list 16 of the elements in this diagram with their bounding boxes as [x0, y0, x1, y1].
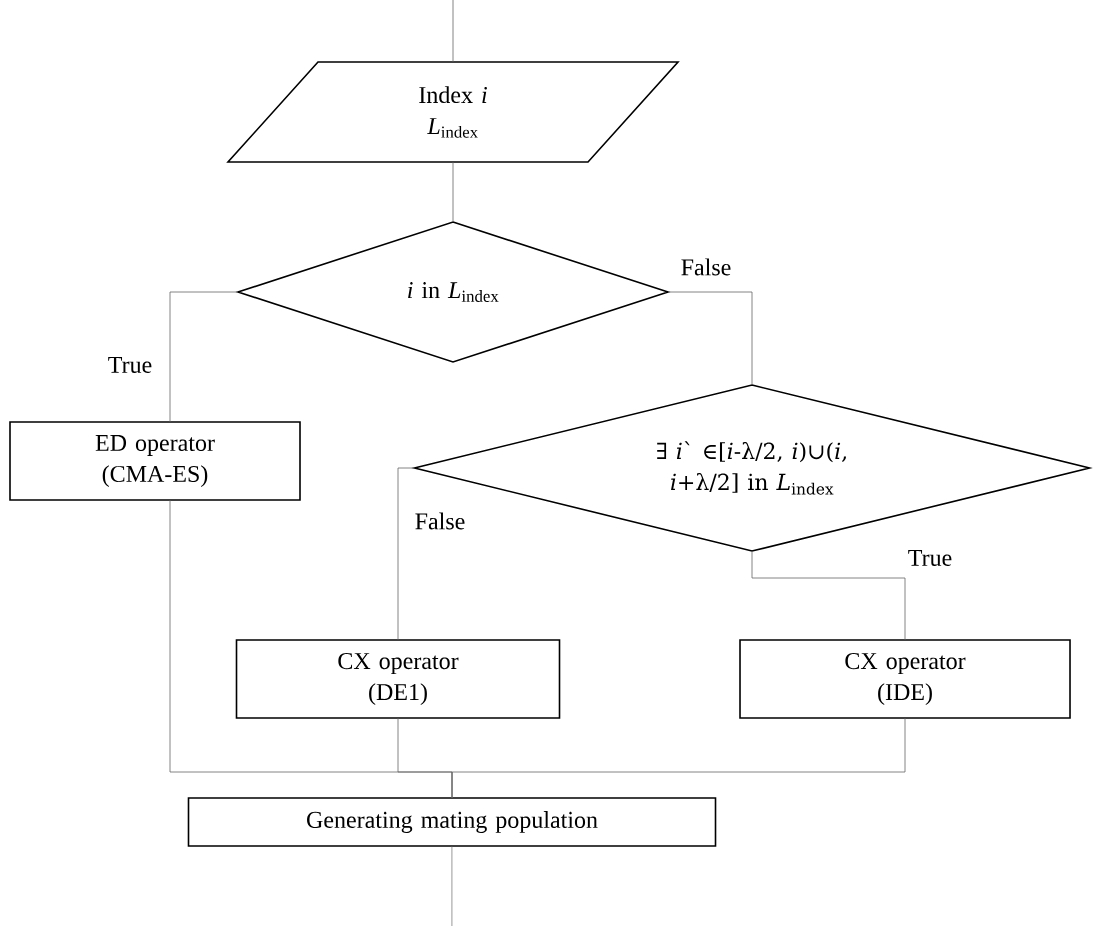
connector	[452, 161, 454, 223]
connector	[452, 0, 454, 63]
edge-label: True	[908, 550, 952, 566]
process-box: Generating mating population	[187, 797, 717, 847]
edge-label: True	[108, 357, 152, 373]
edge-label: False	[415, 512, 465, 530]
edge-label: False	[681, 258, 731, 276]
connector	[169, 291, 239, 423]
connector	[451, 717, 906, 799]
process-box: CX operator (DE1)	[235, 639, 561, 719]
process-box: CX operator (IDE)	[739, 639, 1071, 719]
connector	[451, 845, 453, 926]
connector	[667, 291, 753, 386]
connector	[751, 550, 906, 641]
connector	[397, 467, 415, 641]
process-box: ED operator (CMA-ES)	[9, 421, 301, 501]
